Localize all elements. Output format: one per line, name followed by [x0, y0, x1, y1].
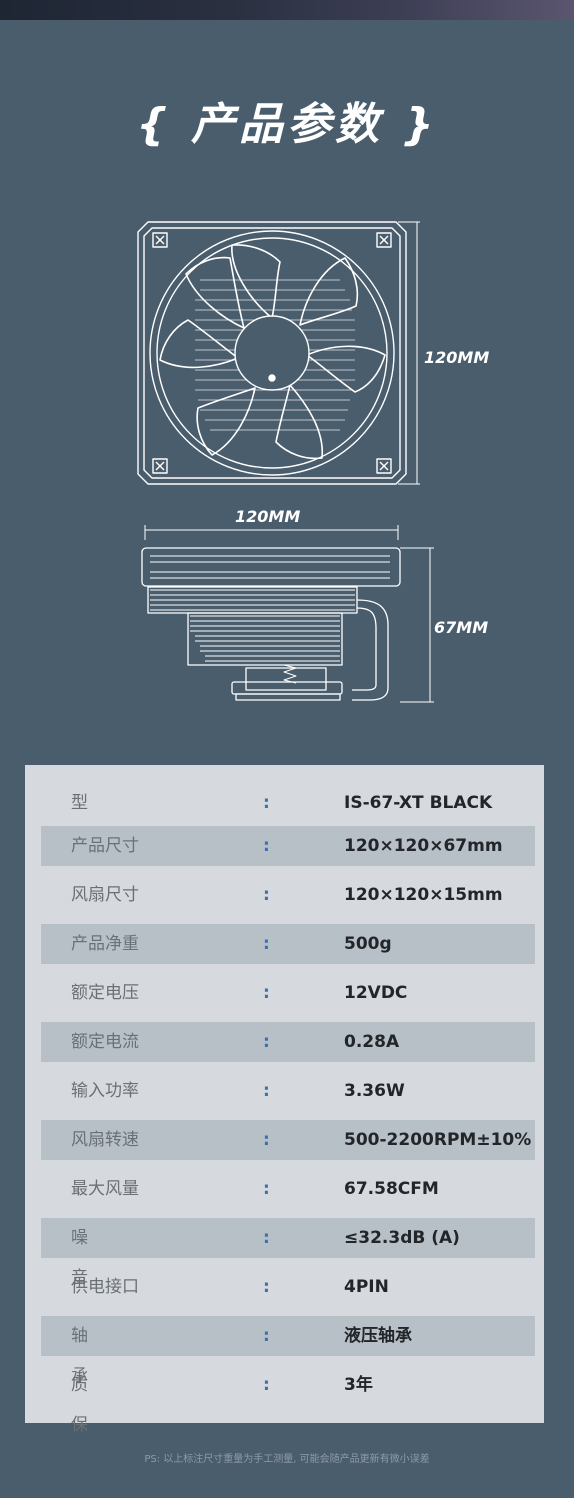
spec-value: 液压轴承	[344, 1326, 412, 1346]
spec-label: 额定电流	[71, 1032, 139, 1052]
fan-blades	[159, 244, 386, 460]
spec-value: 0.28A	[344, 1032, 400, 1052]
spec-label: 最大风量	[71, 1179, 139, 1199]
spec-colon: :	[263, 1032, 270, 1052]
spec-row-bearing: 轴承 : 液压轴承	[41, 1316, 535, 1386]
corner-screws	[152, 232, 392, 474]
spec-label: 型号	[71, 793, 132, 853]
fan-height-label: 120MM	[424, 348, 490, 367]
spec-value: 12VDC	[344, 983, 408, 1003]
fan-top-view	[137, 221, 407, 485]
cooler-diagram	[137, 221, 434, 703]
spec-value: 3.36W	[344, 1081, 405, 1101]
spec-value: 500g	[344, 934, 392, 954]
spec-value: 3年	[344, 1375, 373, 1395]
spec-colon: :	[263, 1326, 270, 1346]
width-label: 120MM	[235, 507, 301, 526]
spec-label: 轴承	[71, 1326, 132, 1386]
spec-row-fan-speed: 风扇转速 : 500-2200RPM±10%	[41, 1120, 535, 1160]
spec-colon: :	[263, 793, 270, 813]
spec-row-voltage: 额定电压 : 12VDC	[41, 973, 535, 1013]
spec-row-model: 型号 : IS-67-XT BLACK	[41, 783, 535, 853]
spec-value: 120×120×67mm	[344, 836, 503, 856]
spec-row-weight: 产品净重 : 500g	[41, 924, 535, 964]
spec-label: 产品尺寸	[71, 836, 139, 856]
spec-colon: :	[263, 1277, 270, 1297]
spec-label: 产品净重	[71, 934, 139, 954]
top-banner-strip	[0, 0, 574, 20]
spec-colon: :	[263, 934, 270, 954]
spec-row-airflow: 最大风量 : 67.58CFM	[41, 1169, 535, 1209]
spec-colon: :	[263, 885, 270, 905]
spec-row-fan-size: 风扇尺寸 : 120×120×15mm	[41, 875, 535, 915]
spec-label: 噪音	[71, 1228, 132, 1288]
spec-row-noise: 噪音 : ≤32.3dB (A)	[41, 1218, 535, 1288]
spec-label: 输入功率	[71, 1081, 139, 1101]
spec-row-size: 产品尺寸 : 120×120×67mm	[41, 826, 535, 866]
spec-label: 风扇转速	[71, 1130, 139, 1150]
spec-colon: :	[263, 836, 270, 856]
spec-row-power: 输入功率 : 3.36W	[41, 1071, 535, 1111]
spec-label: 供电接口	[71, 1277, 139, 1297]
spec-label: 风扇尺寸	[71, 885, 139, 905]
cooler-height-label: 67MM	[434, 618, 489, 637]
spec-label: 额定电压	[71, 983, 139, 1003]
section-title: { 产品参数 }	[136, 99, 438, 150]
spec-row-warranty: 质保 : 3年	[41, 1365, 535, 1435]
spec-value: 120×120×15mm	[344, 885, 503, 905]
spec-colon: :	[263, 1375, 270, 1395]
dimension-line-vertical-top	[398, 221, 420, 485]
cooler-side-view	[141, 525, 434, 703]
spec-value: ≤32.3dB (A)	[344, 1228, 460, 1248]
spec-value: 4PIN	[344, 1277, 389, 1297]
spec-row-current: 额定电流 : 0.28A	[41, 1022, 535, 1062]
spec-colon: :	[263, 1130, 270, 1150]
spec-value: 67.58CFM	[344, 1179, 439, 1199]
spec-colon: :	[263, 983, 270, 1003]
spec-row-connector: 供电接口 : 4PIN	[41, 1267, 535, 1307]
spec-table: 型号 : IS-67-XT BLACK 产品尺寸 : 120×120×67mm …	[25, 765, 544, 1435]
footnote: PS: 以上标注尺寸重量为手工测量, 可能会随产品更新有微小误差	[144, 1454, 430, 1465]
spec-colon: :	[263, 1179, 270, 1199]
spec-colon: :	[263, 1228, 270, 1248]
spec-label: 质保	[71, 1375, 132, 1435]
spec-value: IS-67-XT BLACK	[344, 793, 493, 813]
spec-value: 500-2200RPM±10%	[344, 1130, 532, 1150]
spec-colon: :	[263, 1081, 270, 1101]
